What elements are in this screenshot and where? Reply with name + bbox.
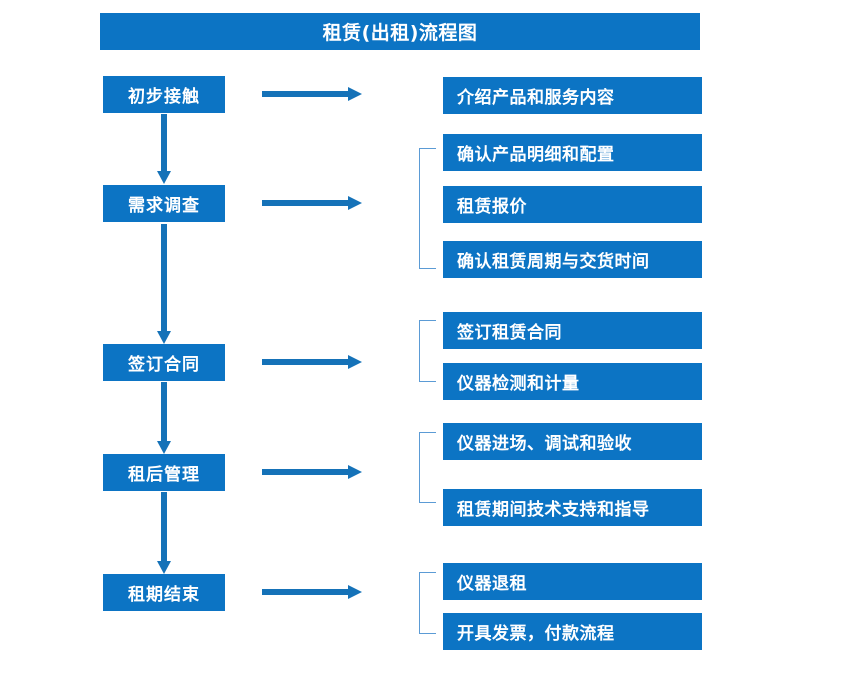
flowchart-title: 租赁(出租)流程图 [100,13,700,50]
branch-arrow-right-5 [262,583,362,601]
stage-box-2[interactable]: 需求调查 [103,185,225,222]
flow-arrow-down-2 [155,224,173,344]
detail-box-9[interactable]: 仪器退租 [443,563,702,600]
detail-box-7[interactable]: 仪器进场、调试和验收 [443,423,702,460]
stage-box-1[interactable]: 初步接触 [103,76,225,113]
group-bracket-4 [419,432,436,503]
group-bracket-3 [419,320,436,382]
group-bracket-5 [419,572,436,634]
detail-box-1[interactable]: 介绍产品和服务内容 [443,77,702,114]
detail-box-8[interactable]: 租赁期间技术支持和指导 [443,489,702,526]
stage-box-5[interactable]: 租期结束 [103,574,225,611]
detail-box-3[interactable]: 租赁报价 [443,186,702,223]
detail-box-2[interactable]: 确认产品明细和配置 [443,134,702,171]
branch-arrow-right-2 [262,194,362,212]
branch-arrow-right-1 [262,85,362,103]
detail-box-4[interactable]: 确认租赁周期与交货时间 [443,241,702,278]
group-bracket-2 [419,148,436,269]
flow-arrow-down-1 [155,114,173,184]
branch-arrow-right-3 [262,353,362,371]
stage-box-3[interactable]: 签订合同 [103,344,225,381]
detail-box-6[interactable]: 仪器检测和计量 [443,363,702,400]
detail-box-5[interactable]: 签订租赁合同 [443,312,702,349]
branch-arrow-right-4 [262,463,362,481]
flow-arrow-down-3 [155,382,173,454]
flow-arrow-down-4 [155,492,173,574]
detail-box-10[interactable]: 开具发票，付款流程 [443,613,702,650]
stage-box-4[interactable]: 租后管理 [103,454,225,491]
